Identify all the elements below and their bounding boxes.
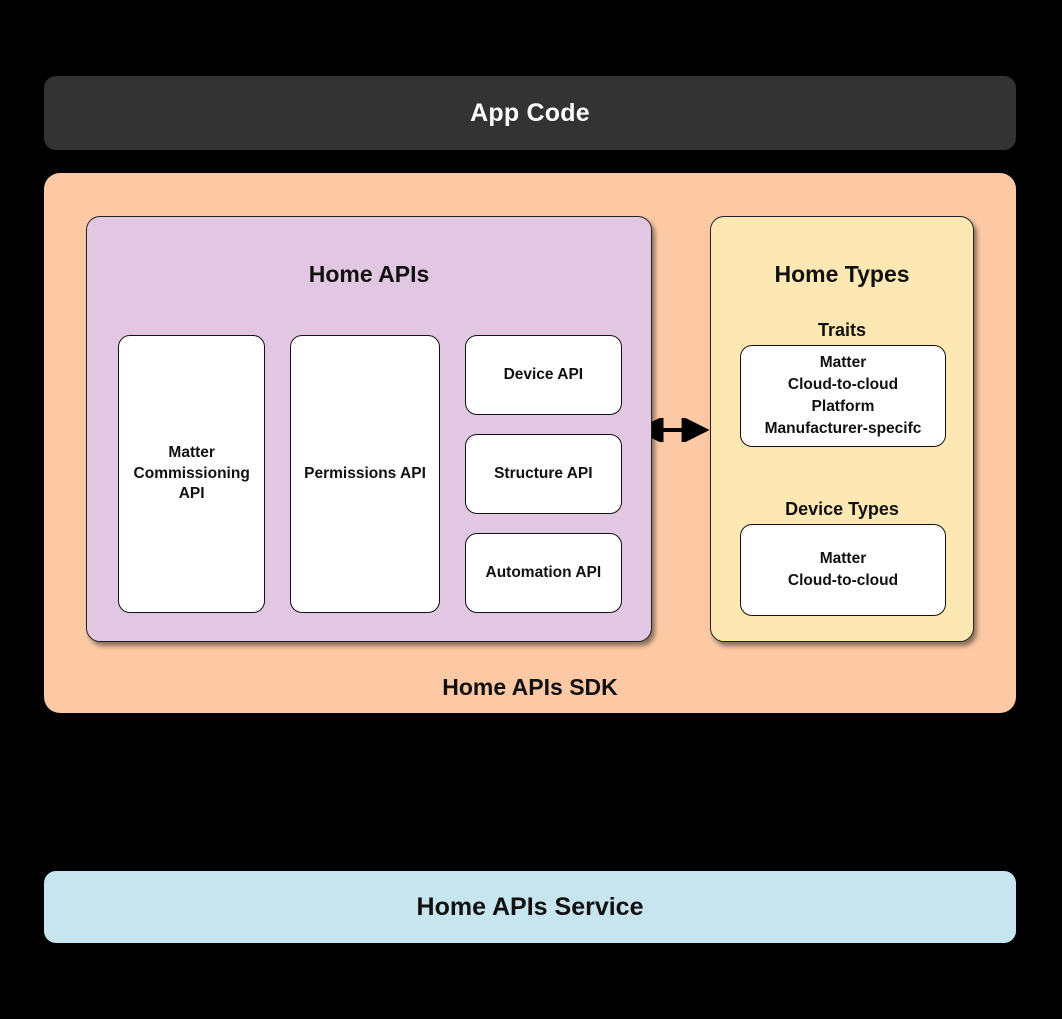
permissions-api-column: Permissions API <box>290 335 440 613</box>
structure-api-label: Structure API <box>494 464 593 482</box>
app-code-block: App Code <box>44 76 1016 150</box>
traits-item-matter: Matter <box>819 354 867 371</box>
matter-commissioning-api-label: Matter Commissioning API <box>133 444 250 503</box>
matter-commissioning-api-box: Matter Commissioning API <box>118 335 266 613</box>
traits-box: Matter Cloud-to-cloud Platform Manufactu… <box>740 345 946 447</box>
home-types-panel: Home Types Traits Matter Cloud-to-cloud … <box>710 216 974 642</box>
automation-api-box: Automation API <box>464 533 622 613</box>
permissions-api-box: Permissions API <box>290 335 440 613</box>
app-code-label: App Code <box>470 98 590 127</box>
traits-item-manufacturer-specific: Manufacturer-specifc <box>764 420 922 437</box>
home-apis-sdk-container: Home APIs Matter Commissioning API Permi… <box>44 173 1016 713</box>
home-apis-service-label: Home APIs Service <box>416 892 644 921</box>
device-types-heading: Device Types <box>785 499 899 519</box>
device-api-label: Device API <box>503 365 584 383</box>
bidirectional-arrow-icon <box>652 418 710 442</box>
structure-api-box: Structure API <box>464 434 622 514</box>
home-apis-panel: Home APIs Matter Commissioning API Permi… <box>86 216 652 642</box>
home-apis-columns: Matter Commissioning API Permissions API… <box>118 335 622 613</box>
device-types-box: Matter Cloud-to-cloud <box>740 524 946 616</box>
matter-commissioning-column: Matter Commissioning API <box>118 335 266 613</box>
device-types-item-matter: Matter <box>819 550 867 567</box>
home-types-title: Home Types <box>774 261 910 287</box>
traits-item-platform: Platform <box>811 398 875 415</box>
home-apis-title: Home APIs <box>308 261 430 287</box>
traits-heading: Traits <box>817 320 867 340</box>
device-api-box: Device API <box>464 335 622 415</box>
permissions-api-label: Permissions API <box>304 464 426 482</box>
api-stack-column: Device API Structure API Automation API <box>464 335 622 613</box>
automation-api-label: Automation API <box>485 563 602 581</box>
device-types-item-cloud-to-cloud: Cloud-to-cloud <box>787 572 899 589</box>
home-apis-sdk-label: Home APIs SDK <box>442 674 618 700</box>
home-apis-service-block: Home APIs Service <box>44 871 1016 943</box>
traits-item-cloud-to-cloud: Cloud-to-cloud <box>787 376 899 393</box>
